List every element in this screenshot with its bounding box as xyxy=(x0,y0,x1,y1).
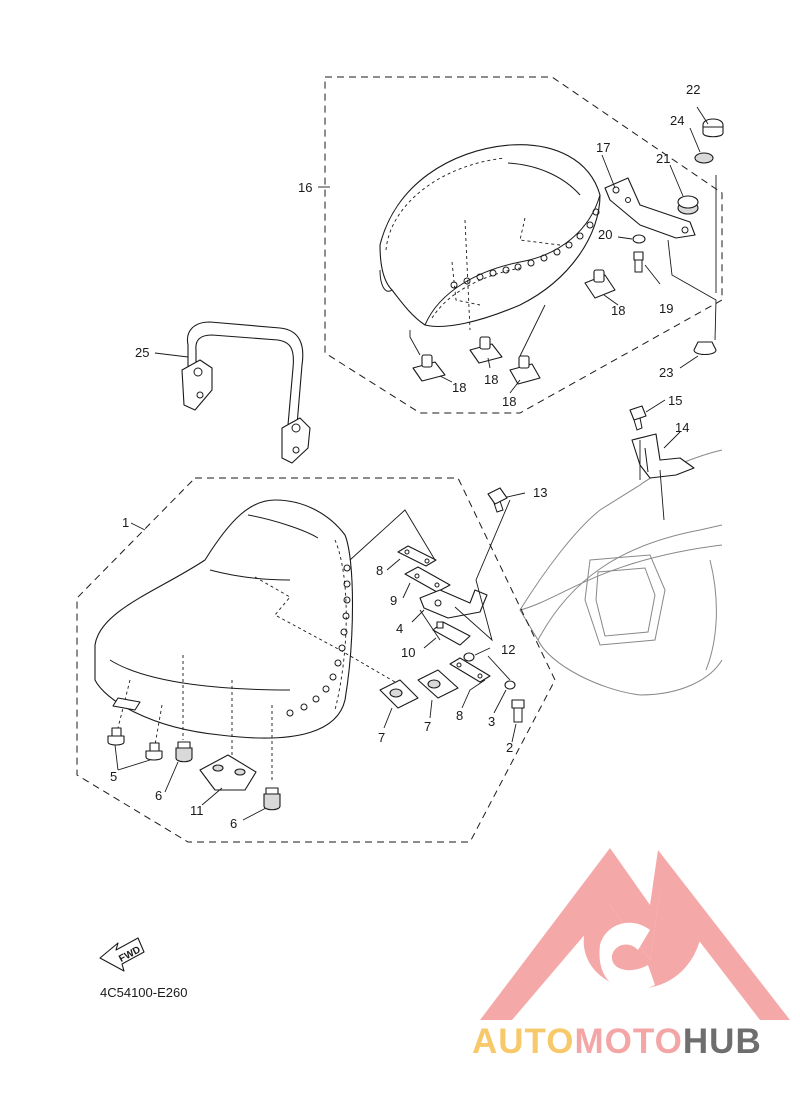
callout-22: 22 xyxy=(686,82,700,97)
washer-20 xyxy=(632,234,646,244)
callout-18a: 18 xyxy=(611,303,625,318)
callout-3: 3 xyxy=(488,714,495,729)
fwd-arrow-icon: FWD xyxy=(99,937,145,972)
clip-10 xyxy=(432,621,471,646)
callout-18d: 18 xyxy=(502,394,516,409)
front-seat-group-boundary xyxy=(76,477,556,843)
brand-part-moto: MOTO xyxy=(574,1022,683,1061)
callout-17: 17 xyxy=(596,140,610,155)
bolt-2 xyxy=(511,699,525,723)
grommet-21 xyxy=(677,195,699,215)
plate-9 xyxy=(404,566,451,593)
callout-12: 12 xyxy=(501,642,515,657)
nut-7-right xyxy=(417,669,459,699)
bracket-17 xyxy=(604,177,696,239)
callout-4: 4 xyxy=(396,621,403,636)
callout-8b: 8 xyxy=(456,708,463,723)
brand-part-auto: AUTO xyxy=(472,1022,575,1061)
plate-8-lower xyxy=(449,657,491,683)
callout-1: 1 xyxy=(122,515,129,530)
callout-15: 15 xyxy=(668,393,682,408)
callout-18b: 18 xyxy=(452,380,466,395)
washer-3 xyxy=(504,680,516,690)
front-seat xyxy=(94,499,396,782)
callout-9: 9 xyxy=(390,593,397,608)
callout-16: 16 xyxy=(298,180,312,195)
nut-18-middle xyxy=(469,336,503,364)
nut-18-left xyxy=(412,354,446,382)
callout-18c: 18 xyxy=(484,372,498,387)
callout-20: 20 xyxy=(598,227,612,242)
rear-seat xyxy=(379,144,601,331)
collar-12 xyxy=(463,652,475,662)
callout-11: 11 xyxy=(190,803,204,818)
damper-5-right xyxy=(145,742,163,761)
bolt-13 xyxy=(487,487,508,513)
bracket-14 xyxy=(631,433,695,479)
automotohub-logo-icon xyxy=(480,848,790,1020)
callout-6b: 6 xyxy=(230,816,237,831)
damper-11 xyxy=(199,754,257,791)
bolt-19 xyxy=(633,251,644,273)
callout-13: 13 xyxy=(533,485,547,500)
damper-6-right xyxy=(263,787,281,811)
callout-24: 24 xyxy=(670,113,684,128)
callout-8a: 8 xyxy=(376,563,383,578)
callout-23: 23 xyxy=(659,365,673,380)
grommet-23 xyxy=(693,341,717,356)
damper-6-left xyxy=(175,741,193,763)
callout-6a: 6 xyxy=(155,788,162,803)
drawing-code: 4C54100-E260 xyxy=(100,985,188,1000)
callout-10: 10 xyxy=(401,645,415,660)
callout-7a: 7 xyxy=(378,730,385,745)
nut-18-right xyxy=(584,269,616,299)
callout-25: 25 xyxy=(135,345,149,360)
washer-24 xyxy=(694,152,714,164)
plate-8-upper xyxy=(397,545,437,567)
nut-7-left xyxy=(379,679,419,709)
bracket-4 xyxy=(419,589,488,619)
callout-2: 2 xyxy=(506,740,513,755)
callout-7b: 7 xyxy=(424,719,431,734)
grab-bar-25 xyxy=(154,321,311,464)
rear-seat-group-boundary xyxy=(324,76,723,414)
rear-fender xyxy=(519,449,723,696)
nut-18-right-lower xyxy=(509,355,541,385)
rear-group-leaders xyxy=(318,106,717,394)
callout-14: 14 xyxy=(675,420,689,435)
brand-part-hub: HUB xyxy=(682,1022,762,1061)
damper-5-left xyxy=(107,727,125,746)
callout-21: 21 xyxy=(656,151,670,166)
automotohub-watermark: AUTOMOTOHUB xyxy=(472,1022,792,1062)
callout-19: 19 xyxy=(659,301,673,316)
callout-labels: 1 2 3 4 5 6 6 7 7 8 8 9 10 11 12 13 14 1… xyxy=(110,82,700,831)
bolt-15 xyxy=(629,405,647,431)
front-group-leaders xyxy=(114,399,681,821)
callout-5: 5 xyxy=(110,769,117,784)
